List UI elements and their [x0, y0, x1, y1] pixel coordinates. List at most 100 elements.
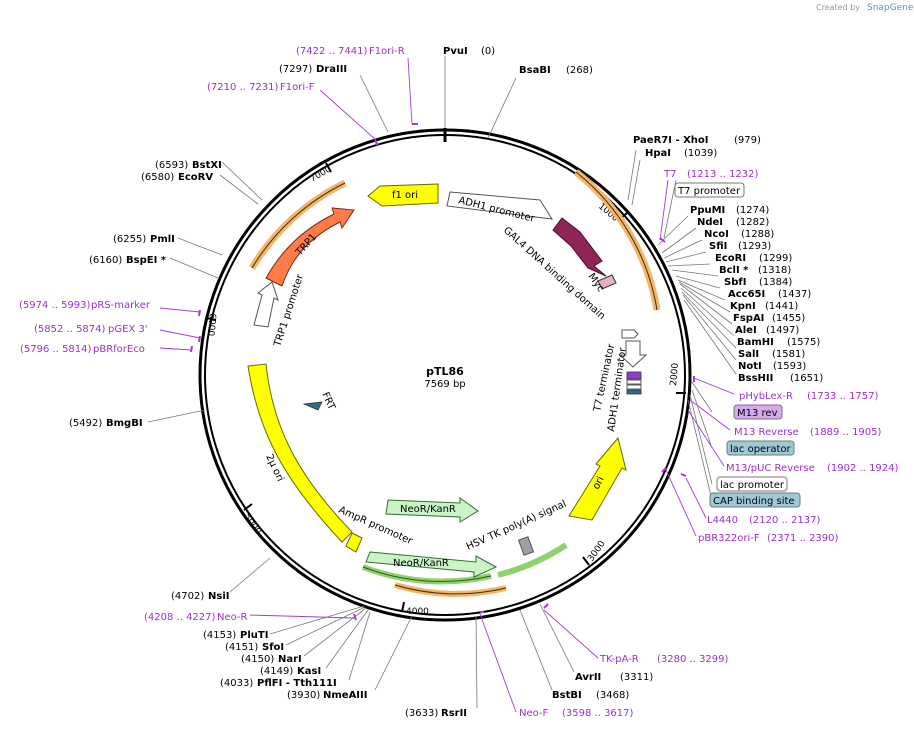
primer-phyblex-r: pHybLex-R: [739, 391, 793, 402]
primer-m13-reverse: M13 Reverse: [734, 427, 799, 438]
svg-text:(1282): (1282): [736, 217, 769, 228]
enzyme-bmgbi: BmgBI: [106, 418, 143, 429]
boxed-labels: T7 promoter M13 rev lac operator lac pro…: [674, 182, 801, 508]
svg-text:(3930): (3930): [287, 690, 320, 701]
primer-f1ori-r: F1ori-R: [369, 46, 405, 57]
box-m13-rev: [733, 404, 783, 420]
t7-terminator-arrow: [621, 329, 639, 339]
gal4-dbd-arrow: [552, 217, 607, 277]
enzyme-pluti: PluTI: [240, 630, 268, 641]
primer-prs-marker: pRS-marker: [91, 300, 151, 311]
enzyme-paer7i-xhoi: PaeR7I - XhoI: [633, 135, 709, 146]
enzyme-sbfi: SbfI: [724, 277, 746, 288]
svg-text:(1733 .. 1757): (1733 .. 1757): [807, 391, 879, 402]
svg-text:(1288): (1288): [741, 229, 774, 240]
primer-pbrforeco: pBRforEco: [93, 344, 145, 355]
neor-kanr-label-outer: NeoR/KanR: [393, 558, 449, 569]
svg-text:(6593): (6593): [155, 160, 188, 171]
enzyme-sali: SalI: [738, 349, 759, 360]
primer-markers: [190, 123, 695, 621]
svg-text:(2371 .. 2390): (2371 .. 2390): [767, 533, 839, 544]
svg-text:(1039): (1039): [684, 148, 717, 159]
tick-4000: 4000: [406, 607, 429, 617]
box-cap-binding-site: [709, 492, 801, 508]
enzyme-bstbi: BstBI: [552, 690, 582, 701]
svg-text:(7297): (7297): [279, 64, 312, 75]
svg-text:(7210 .. 7231): (7210 .. 7231): [207, 82, 279, 93]
enzyme-ncoi: NcoI: [704, 229, 729, 240]
enzyme-acc65i: Acc65I: [728, 289, 765, 300]
svg-text:(3280 .. 3299): (3280 .. 3299): [657, 654, 729, 665]
svg-text:(4153): (4153): [203, 630, 236, 641]
tick-2000: 2000: [669, 362, 681, 386]
trp1-arrow: [265, 207, 355, 287]
enzyme-nmeaiii: NmeAIII: [323, 690, 367, 701]
lac-promoter-mark: [626, 384, 642, 390]
enzyme-kpni: KpnI: [730, 301, 756, 312]
plasmid-name: pTL86: [426, 365, 464, 378]
credit-prefix: Created by: [816, 3, 860, 12]
primer-pbr322ori-f: pBR322ori-F: [698, 533, 760, 544]
primer-l4440: L4440: [707, 515, 738, 526]
svg-text:(1593): (1593): [773, 361, 806, 372]
neor-kanr-arrow-outer: [365, 551, 498, 578]
svg-text:lac promoter: lac promoter: [720, 480, 785, 491]
primer-pgex-3: pGEX 3': [108, 324, 148, 335]
enzyme-pflfi-tth111i: PflFI - Tth111I: [257, 678, 337, 689]
enzyme-fspai: FspAI: [733, 313, 764, 324]
svg-text:(3311): (3311): [620, 672, 653, 683]
enzyme-ppumi: PpuMI: [690, 205, 725, 216]
enzyme-pmli: PmlI: [150, 234, 175, 245]
svg-text:(1213 .. 1232): (1213 .. 1232): [687, 169, 759, 180]
tick-5000: 5000: [242, 512, 263, 537]
frt-mark: [302, 401, 323, 411]
arc-green-bottom-2: [497, 542, 568, 578]
enzyme-labels: PvuI (0) BsaBI (268) PaeR7I - XhoI (979)…: [69, 46, 823, 719]
box-lac-promoter: [716, 476, 788, 492]
svg-text:(3598 .. 3617): (3598 .. 3617): [562, 708, 634, 719]
primer-m13-puc-reverse: M13/pUC Reverse: [726, 463, 815, 474]
svg-text:(4151): (4151): [225, 642, 258, 653]
svg-text:(1274): (1274): [736, 205, 769, 216]
adh1-terminator-arrow: [618, 340, 648, 368]
ori-arrow: [568, 436, 627, 521]
svg-text:(3468): (3468): [596, 690, 629, 701]
enzyme-draiii: DraIII: [316, 64, 347, 75]
trp1-promoter-arrow: [253, 281, 279, 328]
svg-text:(1437): (1437): [778, 289, 811, 300]
svg-text:(1384): (1384): [759, 277, 792, 288]
svg-text:(6580): (6580): [141, 172, 174, 183]
svg-text:(6160): (6160): [89, 255, 122, 266]
neor-kanr-label-inner: NeoR/KanR: [400, 504, 456, 515]
hsv-tk-polya-mark: [517, 536, 535, 556]
svg-text:(1299): (1299): [759, 253, 792, 264]
svg-text:(5852 .. 5874): (5852 .. 5874): [34, 324, 106, 335]
f1-ori-arrow: [367, 183, 439, 207]
enzyme-rsrii: RsrII: [441, 708, 467, 719]
svg-text:(4150): (4150): [241, 654, 274, 665]
svg-text:(0): (0): [481, 46, 495, 57]
box-lac-operator: [726, 440, 795, 456]
enzyme-sfoi: SfoI: [262, 642, 284, 653]
enzyme-bcli: BclI *: [719, 265, 749, 276]
tick-6000: 6000: [205, 313, 217, 337]
enzyme-bstxi: BstXI: [192, 160, 222, 171]
enzyme-bspei: BspEI *: [126, 255, 167, 266]
primer-f1ori-f: F1ori-F: [280, 82, 315, 93]
neor-kanr-arrow-inner: [385, 497, 479, 523]
primer-tk-pa-r: TK-pA-R: [599, 654, 639, 665]
svg-text:(4208 .. 4227): (4208 .. 4227): [144, 612, 216, 623]
svg-text:T7 promoter: T7 promoter: [677, 186, 741, 197]
leader-lines: [147, 56, 737, 709]
enzyme-alei: AleI: [735, 325, 757, 336]
primer-neo-f: Neo-F: [519, 708, 549, 719]
lac-operator-mark: [626, 379, 642, 385]
svg-text:(6255): (6255): [113, 234, 146, 245]
m13-rev-mark: [626, 371, 642, 380]
svg-text:(1651): (1651): [790, 373, 823, 384]
svg-text:(979): (979): [734, 135, 761, 146]
enzyme-bamhi: BamHI: [737, 337, 774, 348]
svg-text:CAP binding site: CAP binding site: [713, 496, 795, 507]
credit-brand: SnapGene: [867, 3, 914, 13]
adh1-promoter-arrow: [446, 191, 553, 220]
